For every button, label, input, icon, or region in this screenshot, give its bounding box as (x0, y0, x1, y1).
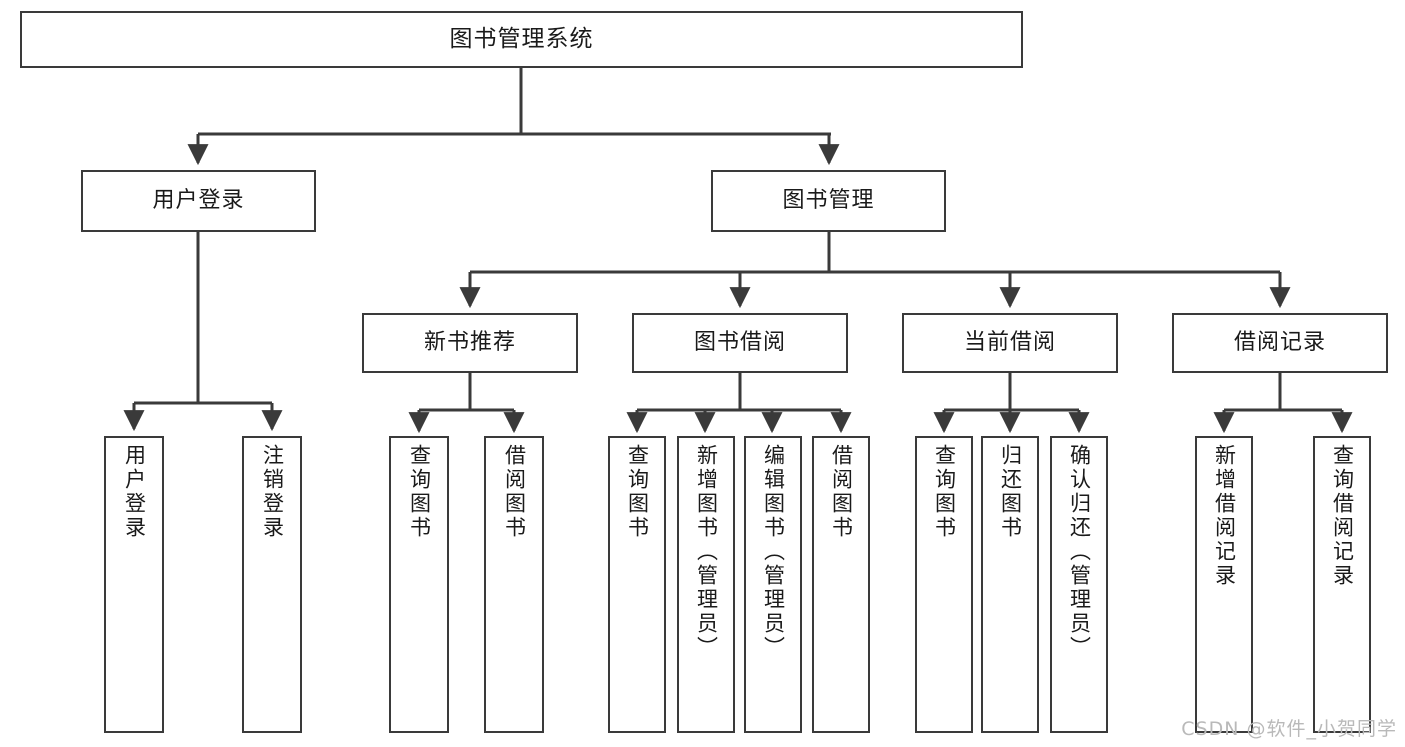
leaf-confirm-return-admin[interactable]: 确认归还（管理员） (1050, 436, 1108, 733)
leaf-query-book-recommend[interactable]: 查询图书 (389, 436, 449, 733)
node-borrow-record[interactable]: 借阅记录 (1172, 313, 1388, 373)
node-user-login[interactable]: 用户登录 (81, 170, 316, 232)
node-label: 用户登录 (152, 188, 245, 214)
node-label: 查询图书 (407, 444, 432, 540)
node-label: 查询图书 (625, 444, 650, 540)
node-label: 归还图书 (998, 444, 1023, 540)
node-book-borrow[interactable]: 图书借阅 (632, 313, 848, 373)
leaf-add-book-admin[interactable]: 新增图书（管理员） (677, 436, 735, 733)
node-label: 查询图书 (932, 444, 957, 540)
leaf-edit-book-admin[interactable]: 编辑图书（管理员） (744, 436, 802, 733)
node-label: 新书推荐 (423, 330, 516, 356)
node-label: 编辑图书（管理员） (761, 444, 786, 660)
node-book-management[interactable]: 图书管理 (711, 170, 946, 232)
node-label: 图书管理系统 (449, 26, 594, 53)
node-label: 借阅图书 (502, 444, 527, 540)
node-label: 借阅图书 (829, 444, 854, 540)
node-label: 借阅记录 (1233, 330, 1326, 356)
leaf-query-book-current[interactable]: 查询图书 (915, 436, 973, 733)
node-label: 图书管理 (782, 188, 875, 214)
node-label: 注销登录 (260, 444, 285, 540)
leaf-query-borrow-record[interactable]: 查询借阅记录 (1313, 436, 1371, 733)
leaf-logout[interactable]: 注销登录 (242, 436, 302, 733)
node-label: 新增图书（管理员） (694, 444, 719, 660)
node-root-library-management-system[interactable]: 图书管理系统 (20, 11, 1023, 68)
node-label: 当前借阅 (963, 330, 1056, 356)
leaf-query-book-borrow[interactable]: 查询图书 (608, 436, 666, 733)
node-label: 查询借阅记录 (1330, 444, 1355, 588)
node-label: 新增借阅记录 (1212, 444, 1237, 588)
leaf-borrow-book[interactable]: 借阅图书 (812, 436, 870, 733)
node-new-book-recommend[interactable]: 新书推荐 (362, 313, 578, 373)
node-current-borrow[interactable]: 当前借阅 (902, 313, 1118, 373)
leaf-user-login[interactable]: 用户登录 (104, 436, 164, 733)
node-label: 确认归还（管理员） (1067, 444, 1092, 660)
leaf-add-borrow-record[interactable]: 新增借阅记录 (1195, 436, 1253, 733)
node-label: 图书借阅 (693, 330, 786, 356)
node-label: 用户登录 (122, 444, 147, 540)
leaf-borrow-book-recommend[interactable]: 借阅图书 (484, 436, 544, 733)
leaf-return-book[interactable]: 归还图书 (981, 436, 1039, 733)
